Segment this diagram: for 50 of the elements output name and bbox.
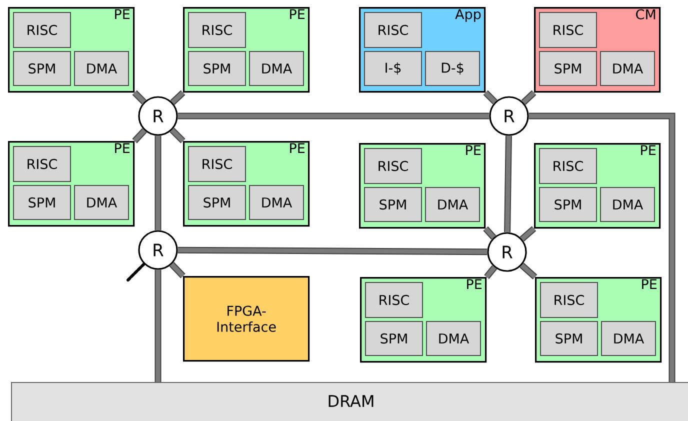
unit-box: DMA: [249, 185, 304, 220]
unit-box: RISC: [539, 148, 597, 184]
unit-box: RISC: [365, 282, 423, 318]
unit-box: DMA: [249, 51, 304, 86]
unit-box: SPM: [540, 321, 598, 356]
link-line: [132, 128, 147, 144]
link-line: [154, 270, 162, 382]
unit-box: RISC: [13, 146, 71, 182]
unit-box: DMA: [425, 187, 480, 222]
link-line: [484, 265, 497, 280]
unit-box: SPM: [539, 187, 597, 222]
unit-box: RISC: [540, 282, 598, 318]
link-line: [170, 128, 186, 144]
unit-box: SPM: [13, 185, 71, 220]
link-line: [520, 262, 538, 280]
memory-bar: DRAM: [11, 382, 688, 421]
unit-box: D-$: [425, 51, 480, 86]
unit-box: SPM: [365, 321, 423, 356]
interface-box: FPGA- Interface: [183, 276, 310, 362]
unit-box: RISC: [364, 12, 422, 48]
link-line: [169, 262, 186, 278]
link-line: [483, 226, 496, 240]
link-line: [178, 246, 488, 256]
unit-box: DMA: [600, 187, 655, 222]
unit-box: RISC: [364, 148, 422, 184]
unit-box: SPM: [188, 51, 246, 86]
link-line: [154, 136, 162, 230]
unit-box: SPM: [539, 51, 597, 86]
unit-box: DMA: [74, 185, 129, 220]
unit-box: SPM: [364, 187, 422, 222]
link-line: [521, 90, 536, 105]
link-line: [132, 90, 146, 104]
link-line: [520, 226, 536, 242]
unit-box: RISC: [13, 12, 71, 48]
link-line: [483, 90, 498, 104]
unit-box: I-$: [364, 51, 422, 86]
unit-box: DMA: [600, 51, 655, 86]
unit-box: DMA: [601, 321, 656, 356]
unit-box: SPM: [13, 51, 71, 86]
unit-box: SPM: [188, 185, 246, 220]
link-line: [126, 262, 146, 282]
unit-box: DMA: [74, 51, 129, 86]
unit-box: RISC: [188, 12, 246, 48]
link-line: [504, 136, 512, 232]
unit-box: DMA: [426, 321, 481, 356]
unit-box: RISC: [188, 146, 246, 182]
link-line: [528, 112, 676, 382]
unit-box: RISC: [539, 12, 597, 48]
link-line: [170, 90, 186, 105]
link-line: [178, 112, 490, 120]
